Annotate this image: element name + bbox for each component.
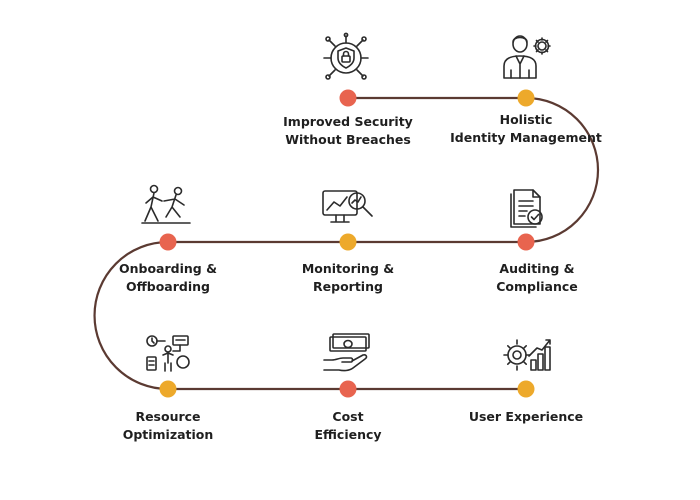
security-shield-lock-icon	[323, 32, 369, 80]
label-resource: Resource Optimization	[122, 409, 214, 442]
label-improved-security: Improved Security Without Breaches	[283, 114, 413, 147]
person-gear-icon	[503, 35, 551, 79]
money-hand-icon	[323, 333, 370, 372]
document-check-icon	[510, 189, 543, 228]
label-cost: Cost Efficiency	[314, 409, 382, 442]
label-monitoring: Monitoring & Reporting	[301, 261, 395, 294]
people-climbing-icon	[141, 184, 191, 224]
label-auditing: Auditing & Compliance	[496, 261, 578, 294]
monitor-magnifier-icon	[322, 190, 373, 223]
node-dot-cost	[339, 380, 357, 398]
gear-chart-icon	[503, 339, 551, 371]
label-user-experience: User Experience	[468, 409, 584, 424]
node-dot-onboarding	[159, 233, 177, 251]
label-onboarding: Onboarding & Offboarding	[119, 261, 217, 294]
node-dot-improved-security	[339, 89, 357, 107]
node-dot-resource	[159, 380, 177, 398]
node-dot-auditing	[517, 233, 535, 251]
resource-workflow-icon	[146, 335, 190, 372]
node-dot-holistic-identity	[517, 89, 535, 107]
node-dot-user-experience	[517, 380, 535, 398]
node-dot-monitoring	[339, 233, 357, 251]
label-holistic-identity: Holistic Identity Management	[450, 112, 602, 145]
